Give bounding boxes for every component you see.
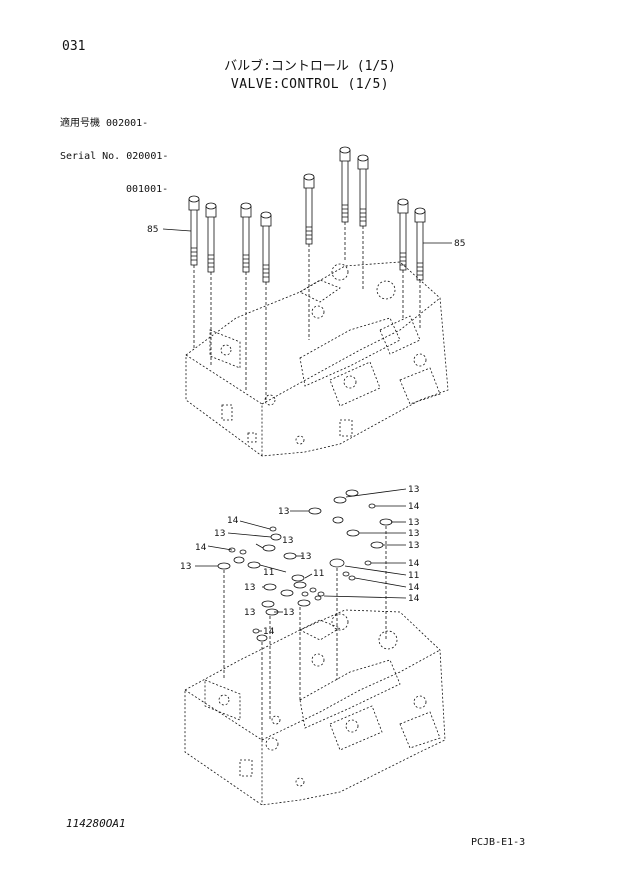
bolt-2 [205, 202, 217, 366]
valve-housing-bottom [184, 609, 446, 806]
callout-labels: 85 85 13 14 13 13 13 14 11 14 14 13 14 1… [147, 225, 465, 637]
bolt-group-85 [188, 146, 426, 402]
bolt-9 [414, 207, 426, 330]
serial-number-block: 適用号機 002001- Serial No. 020001- 001001- [60, 96, 168, 206]
page-number: 031 [62, 39, 86, 54]
callout-14: 14 [408, 502, 420, 512]
bolt-3 [240, 202, 252, 390]
callout-85-right: 85 [454, 239, 465, 249]
callout-13: 13 [282, 536, 293, 546]
leader-lines-bottom [195, 488, 407, 632]
callout-13: 13 [300, 552, 311, 562]
bolt-1 [188, 195, 200, 350]
bolt-5 [303, 173, 315, 340]
valve-housing-bottom-details [218, 613, 427, 787]
callout-14: 14 [195, 543, 207, 553]
bolt-8 [397, 198, 409, 320]
serial-label-serial-no: Serial No. [60, 151, 121, 162]
callout-14: 14 [408, 594, 420, 604]
callout-11: 11 [263, 568, 274, 578]
leader-85-left [162, 228, 192, 232]
assembly-lines [223, 526, 387, 740]
bolt-7 [357, 154, 369, 290]
callout-13: 13 [278, 507, 289, 517]
page-title-japanese: バルブ:コントロール (1/5) [224, 59, 396, 74]
seal-parts [217, 489, 393, 642]
callout-14: 14 [408, 559, 420, 569]
valve-housing-top [185, 261, 449, 457]
callout-13: 13 [408, 518, 419, 528]
callout-11: 11 [408, 571, 419, 581]
callout-11: 11 [313, 569, 324, 579]
serial-row-3: 001001- [60, 184, 168, 195]
drawing-number: 114280OA1 [66, 817, 126, 830]
callout-14: 14 [408, 583, 420, 593]
bolt-6 [339, 146, 351, 262]
serial-row-1: 適用号機 002001- [60, 118, 168, 129]
callout-13: 13 [214, 529, 225, 539]
serial-value-2: 020001- [126, 151, 169, 162]
callout-13: 13 [244, 583, 255, 593]
bolt-4 [260, 211, 272, 402]
callout-13: 13 [408, 529, 419, 539]
callout-13: 13 [180, 562, 191, 572]
callout-14: 14 [227, 516, 239, 526]
serial-value-3: 001001- [126, 184, 169, 195]
valve-housing-top-details [220, 263, 427, 445]
page-title-english: VALVE:CONTROL (1/5) [230, 77, 390, 92]
serial-label-applicable: 適用号機 [60, 118, 100, 129]
serial-row-2: Serial No. 020001- [60, 151, 168, 162]
callout-14: 14 [263, 627, 275, 637]
callout-85-left: 85 [147, 225, 158, 235]
reference-code: PCJB-E1-3 [471, 837, 526, 848]
callout-13: 13 [283, 608, 294, 618]
serial-value-1: 002001- [106, 118, 149, 129]
callout-13: 13 [244, 608, 255, 618]
callout-13: 13 [408, 485, 419, 495]
callout-13: 13 [408, 541, 419, 551]
